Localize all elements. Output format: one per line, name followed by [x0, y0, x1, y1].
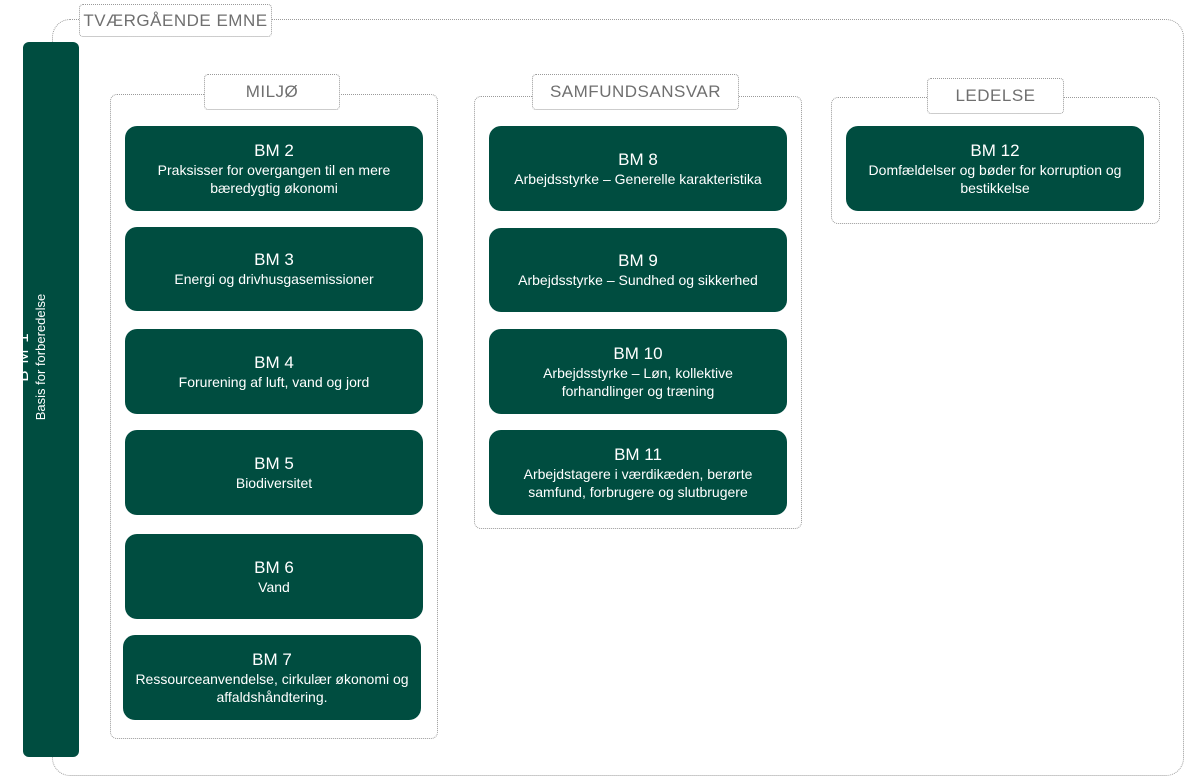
- topic-code: BM 10: [613, 343, 663, 363]
- topic-code: BM 8: [618, 149, 658, 169]
- topic-desc: Energi og drivhusgasemissioner: [174, 271, 374, 287]
- bm1-code: B M 1: [13, 332, 32, 382]
- topic-desc: Biodiversitet: [235, 474, 313, 491]
- topic-desc: Ressourceanvendelse, cirkulær økonomi og…: [135, 670, 409, 705]
- topic-code: BM 9: [618, 251, 658, 270]
- topic-code: BM 5: [254, 453, 294, 473]
- cross-cutting-label: TVÆRGÅENDE EMNE: [79, 4, 272, 37]
- topic-desc: Arbejdsstyrke – Løn, kollektive forhandl…: [543, 364, 733, 399]
- topic-code: BM 3: [254, 250, 294, 269]
- topic-box-bm5[interactable]: BM 5 Biodiversitet: [125, 430, 423, 515]
- topic-box-bm6[interactable]: BM 6 Vand: [125, 534, 423, 619]
- topic-desc: Praksisser for overgangen til en mere bæ…: [157, 161, 391, 196]
- topic-code: BM 12: [970, 140, 1020, 160]
- topic-box-bm4[interactable]: BM 4 Forurening af luft, vand og jord: [125, 329, 423, 414]
- group-miljo-label: MILJØ: [204, 74, 340, 110]
- group-samfundsansvar-label: SAMFUNDSANSVAR: [532, 74, 739, 110]
- topic-desc: Domfældelser og bøder for korruption og …: [868, 161, 1122, 196]
- topic-desc: Vand: [258, 578, 290, 595]
- topic-code: BM 7: [252, 649, 292, 669]
- topic-desc: Arbejdsstyrke – Sundhed og sikkerhed: [518, 272, 758, 288]
- topic-code: BM 2: [254, 140, 294, 160]
- topic-box-bm7[interactable]: BM 7 Ressourceanvendelse, cirkulær økono…: [123, 635, 421, 720]
- topic-box-bm11[interactable]: BM 11 Arbejdstagere i værdikæden, berørt…: [489, 430, 787, 515]
- topic-box-bm8[interactable]: BM 8 Arbejdsstyrke – Generelle karakteri…: [489, 126, 787, 211]
- topic-desc: Forurening af luft, vand og jord: [178, 373, 370, 390]
- topic-code: BM 11: [614, 444, 662, 464]
- topic-desc: Arbejdsstyrke – Generelle karakteristika: [514, 170, 762, 187]
- group-ledelse-label: LEDELSE: [927, 78, 1064, 114]
- topic-box-bm3[interactable]: BM 3 Energi og drivhusgasemissioner: [125, 227, 423, 311]
- topic-box-bm12[interactable]: BM 12 Domfældelser og bøder for korrupti…: [846, 126, 1144, 211]
- topic-code: BM 4: [254, 352, 294, 372]
- bm1-label: B M 1 Basis for forberedelse: [13, 207, 48, 507]
- bm1-bar[interactable]: [23, 42, 79, 757]
- topic-box-bm10[interactable]: BM 10 Arbejdsstyrke – Løn, kollektive fo…: [489, 329, 787, 414]
- topic-box-bm9[interactable]: BM 9 Arbejdsstyrke – Sundhed og sikkerhe…: [489, 228, 787, 312]
- bm1-desc: Basis for forberedelse: [33, 293, 49, 421]
- topic-box-bm2[interactable]: BM 2 Praksisser for overgangen til en me…: [125, 126, 423, 211]
- topic-desc: Arbejdstagere i værdikæden, berørte samf…: [523, 465, 753, 500]
- topic-code: BM 6: [254, 557, 294, 577]
